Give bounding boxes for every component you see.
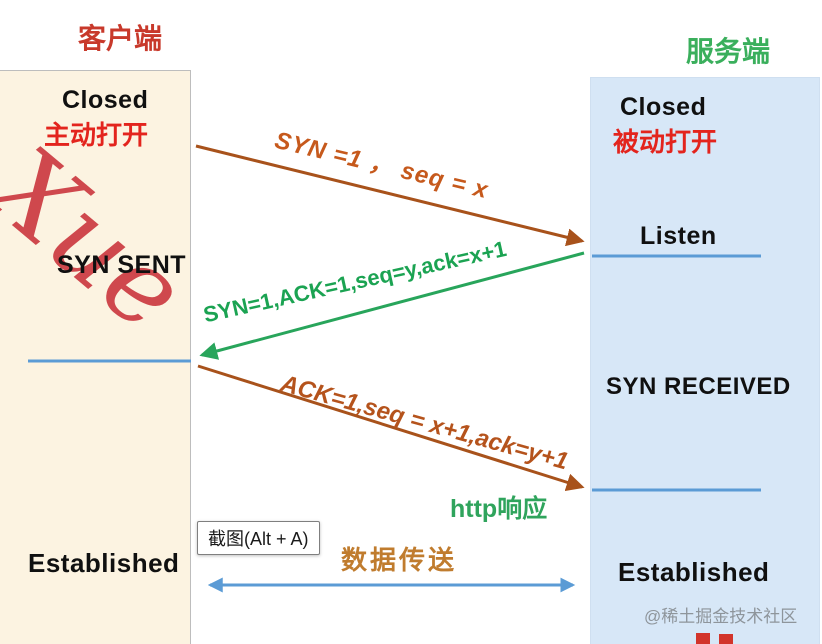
community-watermark: @稀土掘金技术社区 <box>644 607 798 626</box>
client-state-closed: Closed <box>62 86 149 114</box>
syn-ack-arrow <box>199 251 585 360</box>
http-response-label: http响应 <box>450 495 548 523</box>
screenshot-tooltip: 截图(Alt + A) <box>197 521 320 555</box>
client-title: 客户端 <box>78 24 163 55</box>
client-state-established: Established <box>28 548 180 578</box>
clipped-red-text-fragment <box>696 633 710 644</box>
server-state-established: Established <box>618 557 770 587</box>
server-state-closed: Closed <box>620 93 707 121</box>
client-lifeline-panel <box>0 70 191 644</box>
server-state-listen: Listen <box>640 222 717 250</box>
server-lifeline-panel <box>590 77 820 644</box>
syn-arrow <box>195 144 585 247</box>
client-state-syn-sent: SYN SENT <box>57 251 187 279</box>
client-open-mode-label: 主动打开 <box>44 120 149 150</box>
server-open-mode-label: 被动打开 <box>613 127 718 157</box>
server-state-syn-received: SYN RECEIVED <box>606 373 791 400</box>
ack-arrow <box>197 364 585 491</box>
server-title: 服务端 <box>686 37 771 68</box>
data-transfer-label: 数据传送 <box>341 545 458 575</box>
